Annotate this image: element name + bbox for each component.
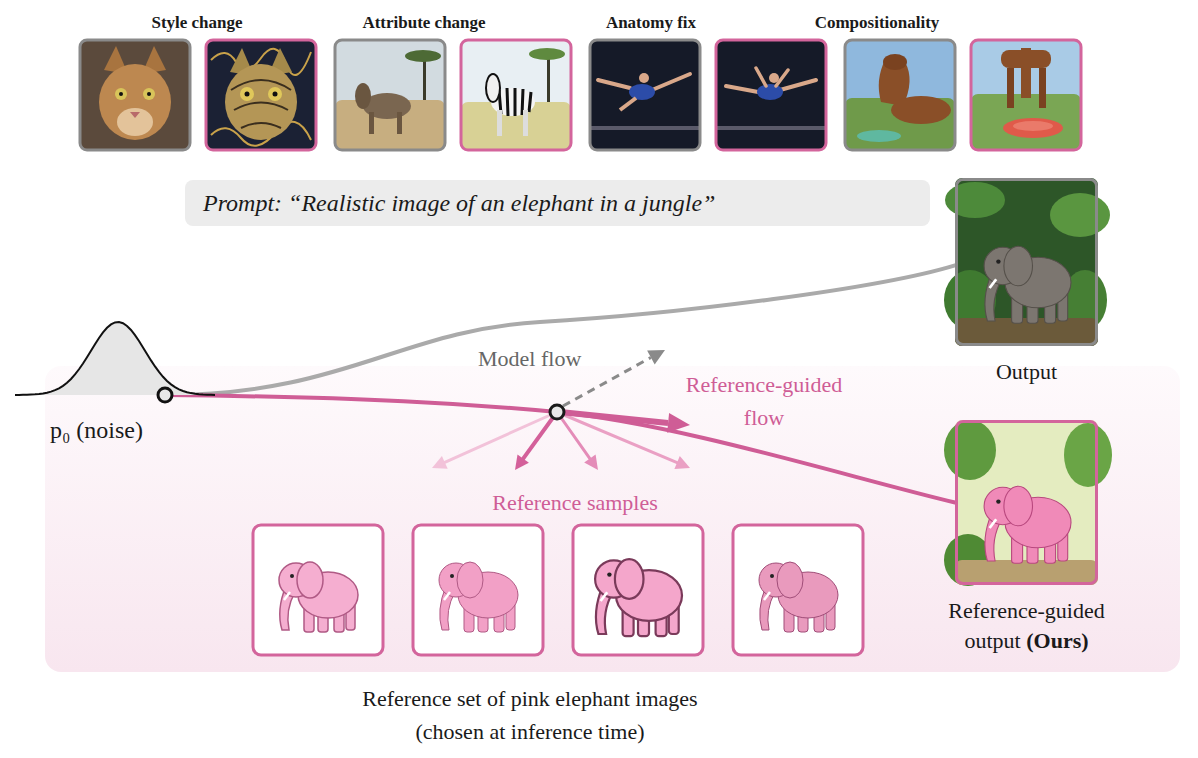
noise-sample-point [158, 388, 172, 402]
noise-label: p₀ (noise) [50, 417, 143, 444]
panel-heading: Anatomy fix [531, 10, 771, 36]
reference-region [45, 366, 1180, 672]
reference-image [573, 525, 703, 655]
ours-frame: Reference-guided output(Ours) [955, 420, 1098, 585]
image-caption: Reference-guided output(Ours) [932, 596, 1122, 655]
reference-image [733, 525, 863, 655]
image-caption: Output [932, 357, 1122, 387]
caption-text: Output [996, 359, 1057, 384]
thumbnail-styled-cat [206, 40, 316, 150]
flow-label: Reference-guided flow [669, 368, 859, 434]
thumbnail-cat [80, 40, 190, 150]
flow-trajectory [165, 395, 955, 503]
gaussian-line [15, 322, 215, 395]
region-caption: Reference set of pink elephant images (c… [330, 682, 730, 748]
guided-flow-arrow [560, 412, 690, 433]
thumbnail-gymnast [590, 40, 700, 150]
thumbnail-wildebeest [335, 40, 445, 150]
prompt-text: Prompt: “Realistic image of an elephant … [203, 190, 715, 217]
thumbnail-zebra [461, 40, 571, 150]
prompt-box: Prompt: “Realistic image of an elephant … [185, 180, 930, 226]
ours-image [944, 420, 1112, 586]
reference-image [253, 525, 383, 655]
thumbnail-horse [845, 40, 955, 150]
samples-label: Reference samples [445, 486, 705, 519]
flow-point [550, 405, 564, 419]
reference-image [413, 525, 543, 655]
noise-distribution: p₀ (noise) [15, 315, 220, 445]
panel-heading: Compositionality [757, 10, 997, 36]
thumbnail-horse-frisbee [971, 40, 1081, 150]
gaussian-fill [15, 322, 215, 395]
panel-heading: Style change [77, 10, 317, 36]
thumbnail-gymnast-fixed [716, 40, 826, 150]
output-frame: Output [955, 178, 1098, 346]
reference-arrows [432, 412, 690, 470]
output-image [944, 178, 1110, 346]
panel-heading: Attribute change [304, 10, 544, 36]
flow-label: Model flow [478, 342, 618, 375]
caption-emphasis: (Ours) [1026, 628, 1088, 653]
